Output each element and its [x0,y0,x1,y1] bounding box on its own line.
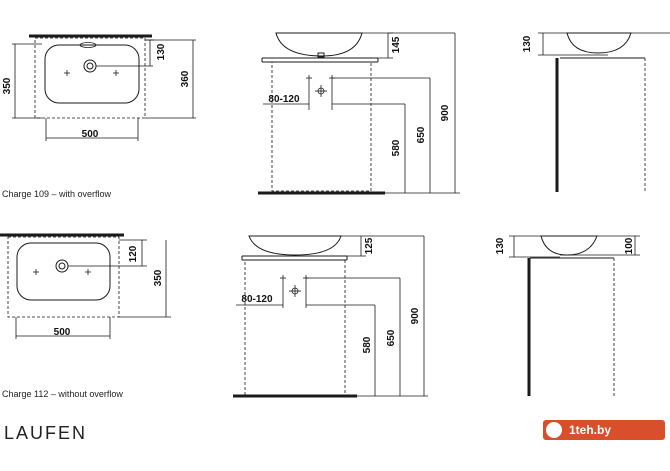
caption-109: Charge 109 – with overflow [2,189,112,199]
front109-total-label: 900 [440,104,451,121]
caption-112: Charge 112 – without overflow [2,389,123,399]
front109-height-label: 145 [391,36,402,53]
plan109-outer-label: 360 [180,70,191,87]
plan109-width-label: 500 [82,129,99,140]
plan-view-112 [0,233,171,339]
front109-h2-label: 650 [416,126,427,143]
plan-view-109 [12,34,196,141]
front112-total-label: 900 [410,307,421,324]
plan112-width-label: 500 [54,327,71,338]
front112-range-label: 80-120 [241,294,273,305]
plan109-depth-label: 350 [2,77,13,94]
watermark-text: 1teh.by [569,423,612,437]
side112-right-label: 100 [624,237,635,254]
watermark-badge[interactable]: 1teh.by [543,420,665,440]
front-view-109 [258,32,460,195]
front112-height-label: 125 [364,237,375,254]
watermark-logo-icon [546,422,562,438]
front-view-112 [233,235,428,398]
side-view-109 [538,32,670,192]
side109-height-label: 130 [522,35,533,52]
plan112-depth-label: 350 [153,269,164,286]
plan112-center-label: 120 [128,245,139,262]
plan109-center-label: 130 [156,43,167,60]
front109-range-label: 80-120 [268,94,300,105]
laufen-logo: LAUFEN [4,423,88,443]
front112-h1-label: 580 [362,336,373,353]
front112-h2-label: 650 [386,329,397,346]
side-view-112 [509,235,640,396]
front109-h1-label: 580 [391,139,402,156]
side112-left-label: 130 [495,237,506,254]
